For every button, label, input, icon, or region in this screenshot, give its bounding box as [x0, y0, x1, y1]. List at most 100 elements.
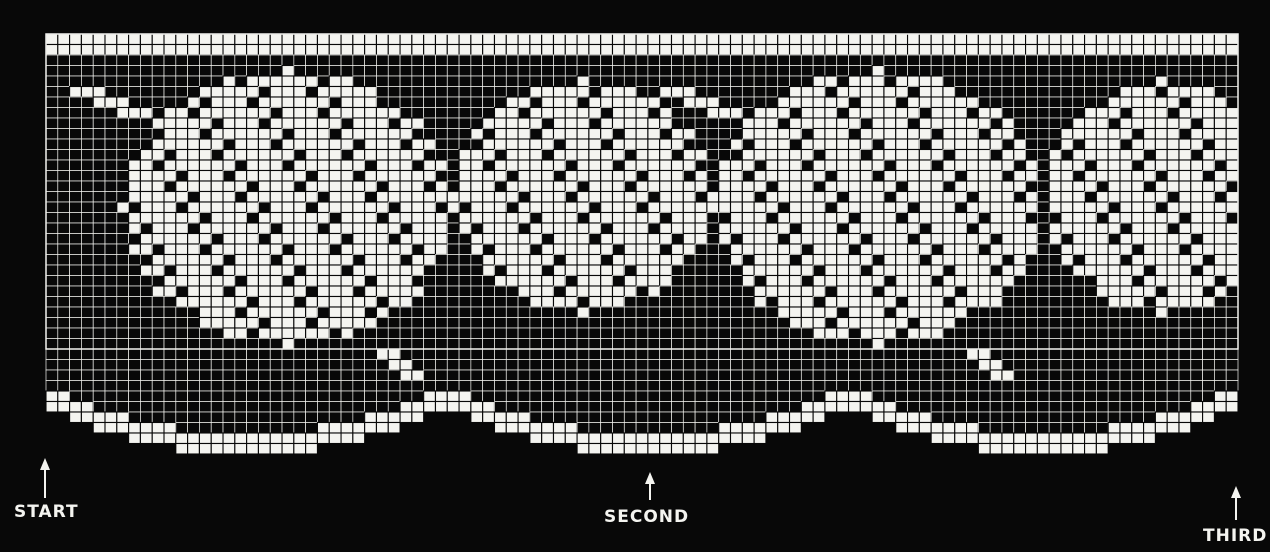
filled-block: [306, 223, 318, 234]
filled-block: [518, 97, 530, 108]
open-mesh: [577, 349, 589, 360]
filled-block: [294, 223, 306, 234]
filled-block: [801, 265, 813, 276]
open-mesh: [117, 213, 129, 224]
open-mesh: [813, 349, 825, 360]
open-mesh: [1132, 412, 1144, 423]
open-mesh: [388, 202, 400, 213]
open-mesh: [908, 360, 920, 371]
filled-block: [565, 171, 577, 182]
filled-block: [129, 192, 141, 203]
open-mesh: [129, 412, 141, 423]
open-mesh: [1049, 307, 1061, 318]
open-mesh: [235, 192, 247, 203]
open-mesh: [707, 129, 719, 140]
open-mesh: [1191, 76, 1203, 87]
open-mesh: [58, 223, 70, 234]
open-mesh: [577, 297, 589, 308]
filled-block: [223, 328, 235, 339]
filled-block: [672, 34, 684, 45]
filled-block: [317, 129, 329, 140]
open-mesh: [152, 87, 164, 98]
open-mesh: [306, 55, 318, 66]
filled-block: [896, 276, 908, 287]
filled-block: [1226, 402, 1238, 413]
filled-block: [1061, 255, 1073, 266]
open-mesh: [1155, 360, 1167, 371]
filled-block: [317, 265, 329, 276]
filled-block: [81, 87, 93, 98]
filled-block: [376, 307, 388, 318]
filled-block: [483, 192, 495, 203]
filled-block: [1085, 108, 1097, 119]
open-mesh: [978, 66, 990, 77]
open-mesh: [1167, 108, 1179, 119]
filled-block: [601, 34, 613, 45]
open-mesh: [188, 76, 200, 87]
filled-block: [1061, 129, 1073, 140]
filled-block: [896, 139, 908, 150]
filled-block: [813, 160, 825, 171]
filled-block: [258, 181, 270, 192]
open-mesh: [1002, 318, 1014, 329]
filled-block: [117, 45, 129, 56]
open-mesh: [471, 391, 483, 402]
filled-block: [176, 223, 188, 234]
open-mesh: [400, 318, 412, 329]
filled-block: [778, 244, 790, 255]
filled-block: [731, 202, 743, 213]
open-mesh: [801, 160, 813, 171]
filled-block: [872, 412, 884, 423]
filled-block: [884, 118, 896, 129]
open-mesh: [707, 213, 719, 224]
open-mesh: [648, 370, 660, 381]
open-mesh: [967, 318, 979, 329]
filled-block: [1167, 118, 1179, 129]
filled-block: [919, 328, 931, 339]
filled-block: [801, 34, 813, 45]
open-mesh: [1037, 118, 1049, 129]
filled-block: [943, 34, 955, 45]
open-mesh: [471, 139, 483, 150]
open-mesh: [424, 318, 436, 329]
open-mesh: [353, 255, 365, 266]
filled-block: [624, 213, 636, 224]
open-mesh: [459, 139, 471, 150]
filled-block: [353, 108, 365, 119]
filled-block: [683, 160, 695, 171]
filled-block: [1085, 139, 1097, 150]
open-mesh: [117, 139, 129, 150]
filled-block: [117, 97, 129, 108]
filled-block: [589, 297, 601, 308]
open-mesh: [93, 160, 105, 171]
open-mesh: [494, 76, 506, 87]
filled-block: [1120, 34, 1132, 45]
filled-block: [825, 255, 837, 266]
open-mesh: [1049, 412, 1061, 423]
filled-block: [223, 45, 235, 56]
filled-block: [542, 192, 554, 203]
open-mesh: [93, 318, 105, 329]
filled-block: [471, 150, 483, 161]
open-mesh: [58, 297, 70, 308]
filled-block: [919, 234, 931, 245]
filled-block: [648, 244, 660, 255]
filled-block: [1132, 433, 1144, 444]
open-mesh: [223, 381, 235, 392]
open-mesh: [412, 66, 424, 77]
open-mesh: [825, 202, 837, 213]
filled-block: [589, 129, 601, 140]
filled-block: [837, 276, 849, 287]
filled-block: [672, 433, 684, 444]
open-mesh: [211, 66, 223, 77]
filled-block: [813, 202, 825, 213]
filled-block: [943, 160, 955, 171]
filled-block: [376, 265, 388, 276]
open-mesh: [1167, 55, 1179, 66]
open-mesh: [1037, 66, 1049, 77]
open-mesh: [1049, 402, 1061, 413]
open-mesh: [518, 223, 530, 234]
filled-block: [896, 118, 908, 129]
open-mesh: [459, 265, 471, 276]
filled-block: [412, 412, 424, 423]
